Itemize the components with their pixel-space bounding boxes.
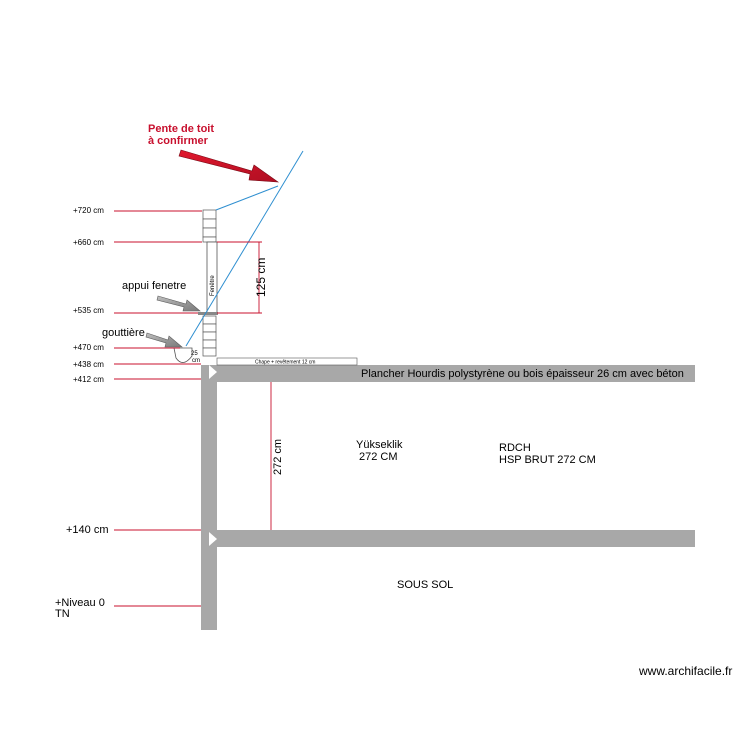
screed-label: Chape + revêtement 12 cm bbox=[255, 360, 315, 366]
gutter-size-label-1: 25 bbox=[191, 351, 198, 357]
window-sill-label: appui fenetre bbox=[122, 280, 186, 292]
slab-joint-upper bbox=[209, 365, 217, 379]
room-basement: SOUS SOL bbox=[397, 579, 453, 591]
floor-slab-label: Plancher Hourdis polystyrène ou bois épa… bbox=[361, 368, 684, 380]
roof-slope-arrow-icon bbox=[178, 149, 280, 183]
roof-slope-label-1: Pente de toit bbox=[148, 123, 214, 135]
room-rdch-line1: RDCH bbox=[499, 442, 531, 454]
room-yukseklik-line1: Yükseklik bbox=[356, 439, 403, 451]
gutter-label: gouttière bbox=[102, 327, 145, 339]
gutter-arrow-icon bbox=[145, 332, 183, 348]
roof-slope-label-2: à confirmer bbox=[148, 135, 209, 147]
upper-floor-slab bbox=[201, 365, 695, 382]
level-label-438: +438 cm bbox=[73, 360, 104, 369]
level-label-535: +535 cm bbox=[73, 306, 104, 315]
level-label-140: +140 cm bbox=[66, 524, 109, 536]
gutter-shape bbox=[173, 347, 193, 363]
window-sill-arrow-icon bbox=[156, 295, 201, 312]
level-label-niveau0-2: TN bbox=[55, 608, 70, 620]
watermark: www.archifacile.fr bbox=[638, 664, 732, 678]
room-rdch-line2: HSP BRUT 272 CM bbox=[499, 454, 596, 466]
level-lines bbox=[114, 210, 202, 607]
gutter-size-label-2: cm bbox=[192, 358, 200, 364]
ground-floor-slab bbox=[201, 530, 695, 547]
level-label-720: +720 cm bbox=[73, 206, 104, 215]
room-yukseklik-line2: 272 CM bbox=[359, 451, 398, 463]
level-label-470: +470 cm bbox=[73, 343, 104, 352]
window-height-dimension bbox=[217, 241, 262, 314]
level-label-niveau0-1: +Niveau 0 bbox=[55, 597, 105, 609]
exterior-wall bbox=[201, 365, 217, 630]
window-label: Fenêtre bbox=[210, 275, 216, 296]
upper-wall-bricks bbox=[202, 209, 217, 357]
roof-lines bbox=[185, 150, 304, 347]
screed-layer bbox=[216, 357, 358, 366]
level-label-660: +660 cm bbox=[73, 238, 104, 247]
ground-floor-height-label: 272 cm bbox=[272, 439, 284, 475]
level-label-412: +412 cm bbox=[73, 375, 104, 384]
window-height-label: 125 cm bbox=[254, 258, 268, 297]
slab-joint-lower bbox=[209, 532, 217, 546]
window-sill bbox=[198, 312, 218, 315]
